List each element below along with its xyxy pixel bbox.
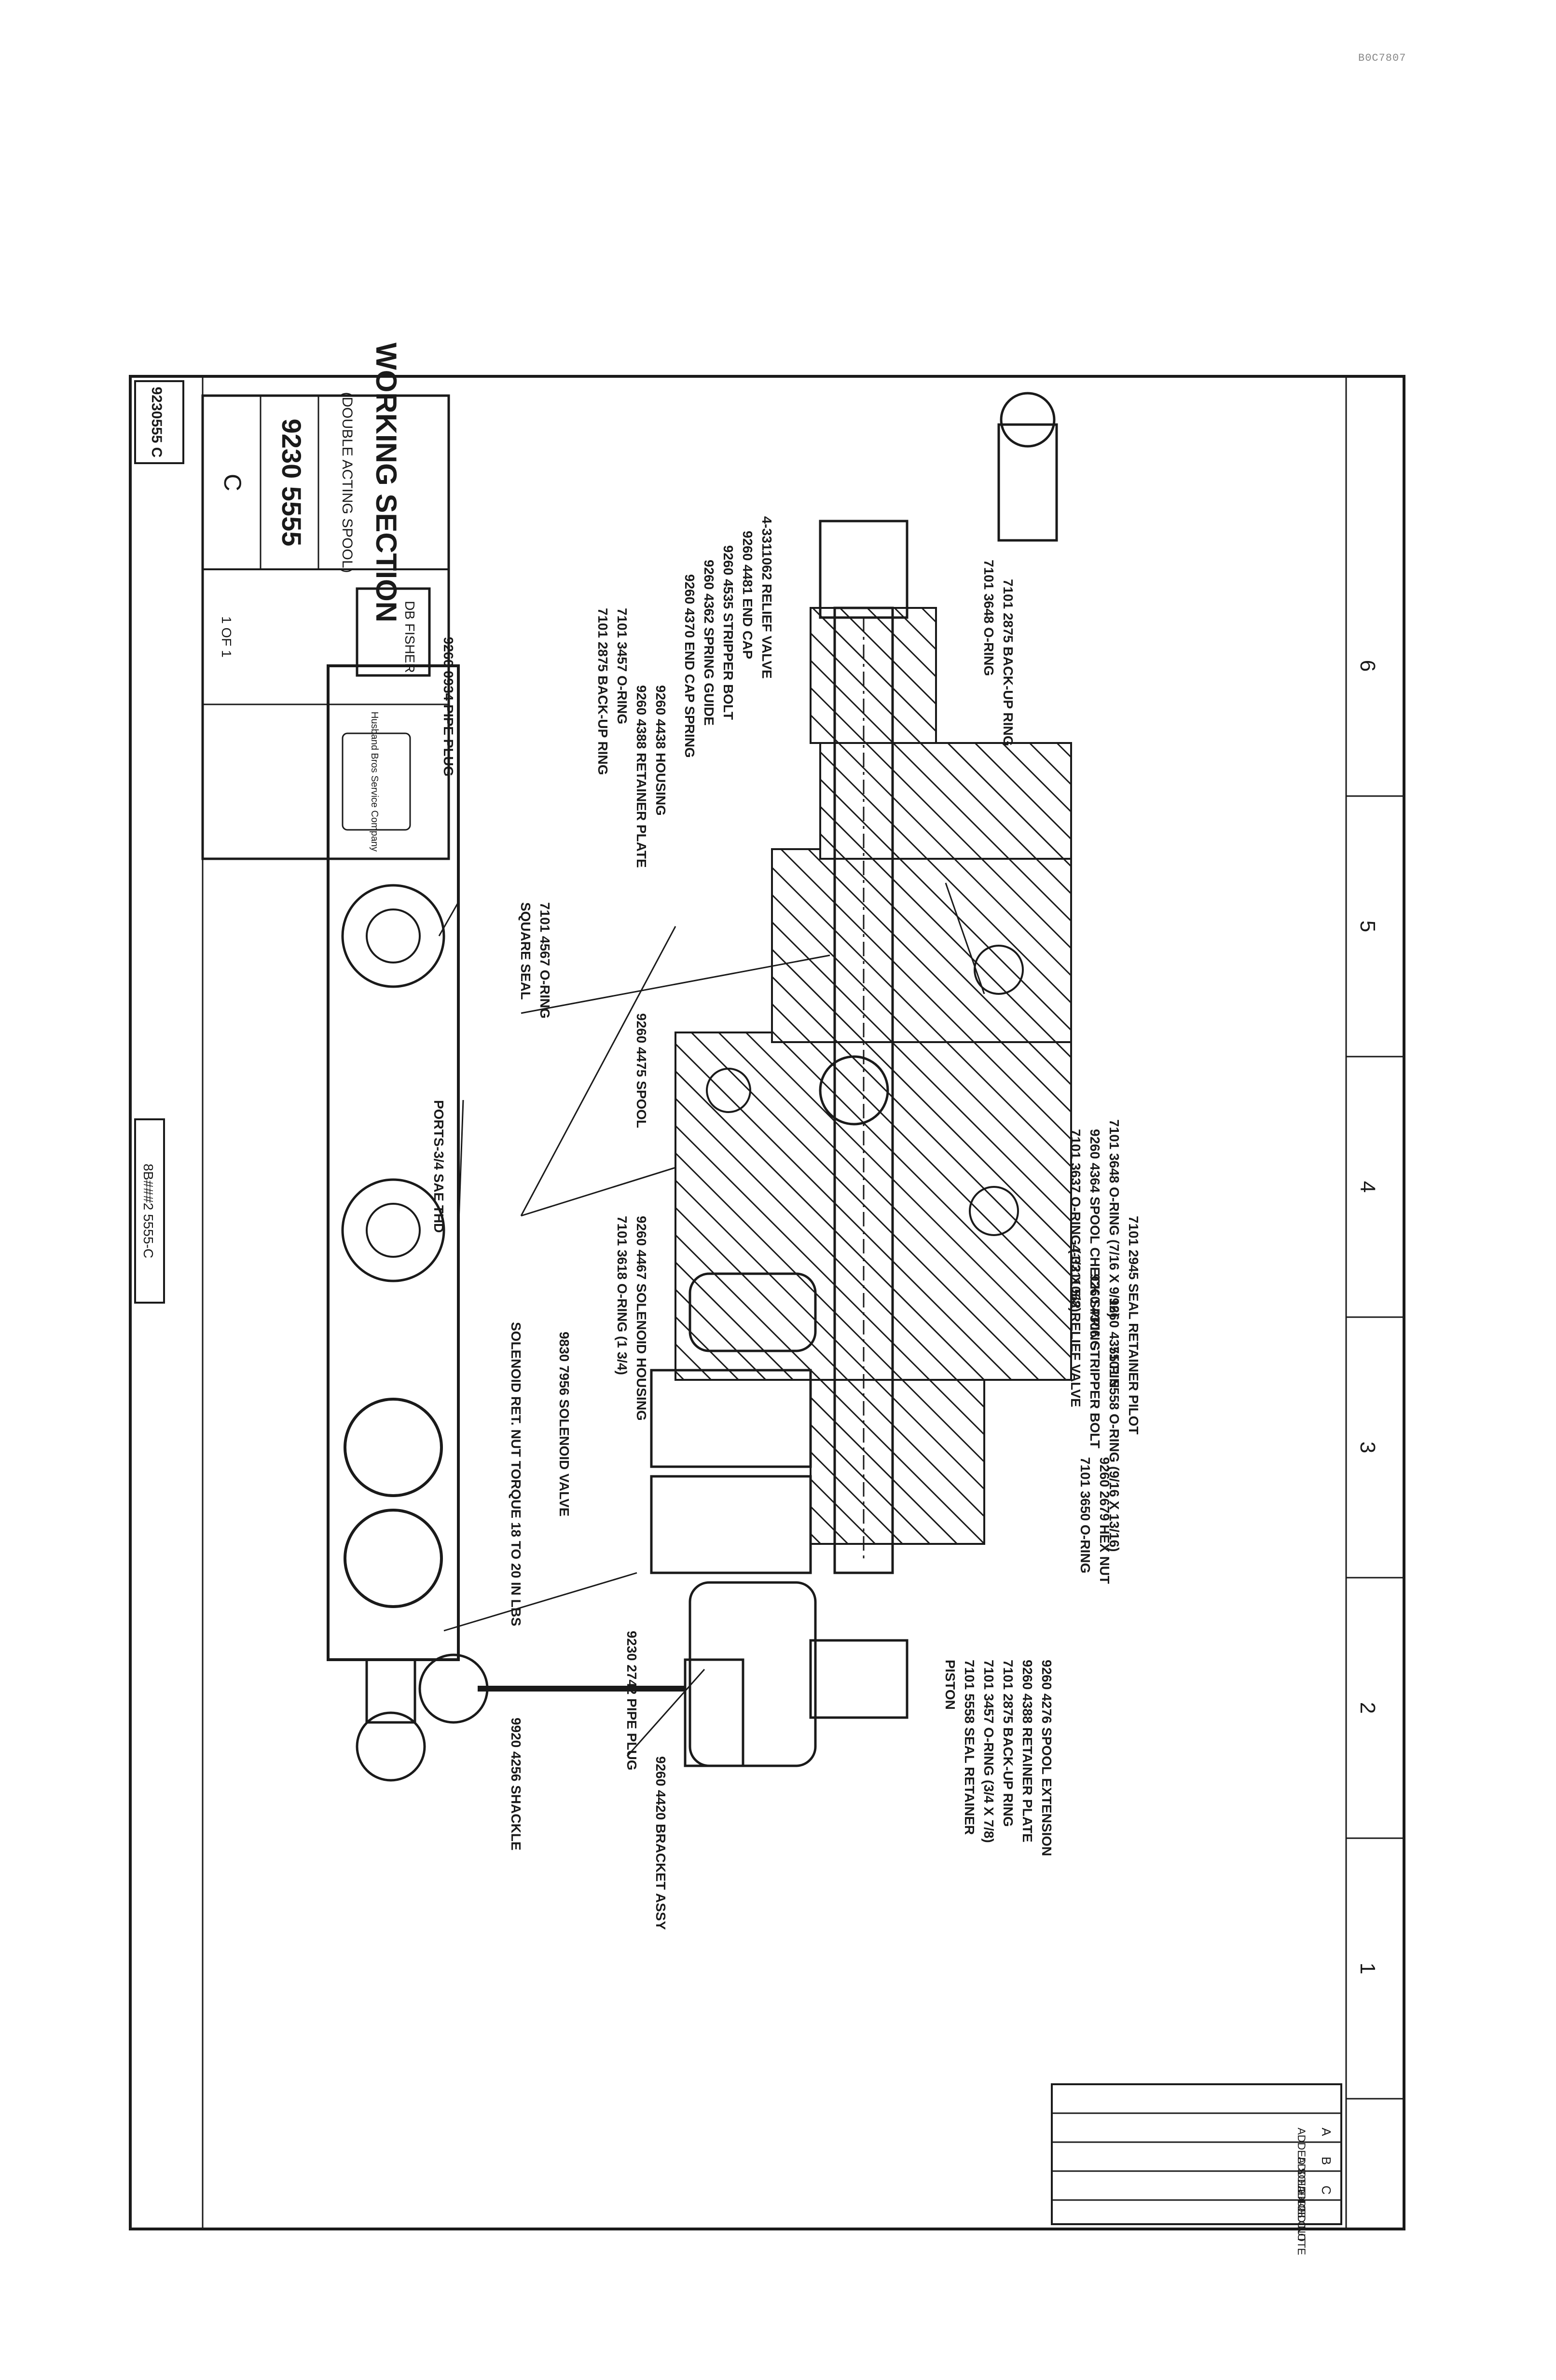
- label-shackle: 9920 4256 SHACKLE: [509, 1718, 523, 1850]
- label-solenoid-housing: 9260 4467 SOLENOID HOUSING: [634, 1216, 649, 1421]
- drawing-border: [129, 375, 1405, 2230]
- solenoid-1: [650, 1369, 812, 1468]
- zone-6: 6: [1356, 660, 1379, 672]
- valve-body: [771, 848, 1072, 1043]
- label-oring-1: 7101 3457 O-RING (3/4 X 7/8): [981, 1660, 996, 1843]
- label-bracket: 9260 4420 BRACKET ASSY: [653, 1756, 668, 1930]
- label-housing: 9260 4438 HOUSING: [653, 685, 668, 816]
- main-sectional-view: [418, 392, 1072, 1767]
- label-solenoid-valve: 9830 7956 SOLENOID VALVE: [557, 1332, 572, 1516]
- label-oring-9: 7101 3648 O-RING: [981, 560, 996, 676]
- label-spring-guide: 9260 4362 SPRING GUIDE: [702, 560, 716, 726]
- rev-a-desc: ADDED SOLENOID: [1295, 2128, 1308, 2223]
- label-backup-ring-2: 7101 2875 BACK-UP RING: [595, 608, 610, 775]
- drawing-svg: 1 2 3 4 5 6 9230555 C 8B###2 5555-C: [129, 343, 1405, 2255]
- label-ports: PORTS-3/4 SAE THD: [431, 1100, 446, 1233]
- label-oring-8: 7101 3457 O-RING: [615, 608, 630, 724]
- label-pipe-plug: 9230 2742 PIPE PLUG: [624, 1631, 639, 1771]
- lever-knob: [418, 1653, 489, 1724]
- label-oring-3: 7101 5558 O-RING (9/16 X 13/16): [1107, 1346, 1122, 1552]
- label-backup-ring: 7101 2875 BACK-UP RING: [1001, 1660, 1016, 1827]
- revision-block: A ADDED SOLENOID B ADDED 4-28 CUT C ADDE…: [1051, 2083, 1342, 2255]
- label-seal-retainer: 7101 5558 SEAL RETAINER: [962, 1660, 977, 1835]
- drawing-number: 9230 5555: [276, 419, 307, 547]
- title: WORKING SECTION: [370, 343, 402, 622]
- label-spool-check: 9260 4364 SPOOL CHECK SPRING: [1088, 1129, 1102, 1351]
- label-backup-3: 7101 2875 BACK-UP RING: [1001, 579, 1016, 746]
- label-relief-valve-2: 4-3311062 RELIEF VALVE: [759, 516, 774, 679]
- label-pipe-plug-2: 9260 0934 PIPE PLUG: [441, 637, 456, 777]
- label-hex-nut: 9260 2679 HEX NUT: [1097, 1457, 1112, 1584]
- rev-b-desc: ADDED 4-28 CUT: [1295, 2157, 1308, 2242]
- label-solenoid-nut: SOLENOID RET. NUT TORQUE 18 TO 20 IN LBS: [509, 1322, 523, 1626]
- label-spool: 9260 4475 SPOOL: [634, 1013, 649, 1128]
- rev-c: C: [1319, 2186, 1334, 2195]
- bracket: [684, 1658, 744, 1767]
- label-stripper-bolt-2: 9260 4535 STRIPPER BOLT: [721, 545, 736, 720]
- zone-2: 2: [1356, 1702, 1379, 1714]
- zone-4: 4: [1356, 1181, 1379, 1193]
- label-oring-7: 7101 4567 O-RING: [537, 902, 552, 1018]
- spool: [833, 606, 894, 1574]
- rev-c-desc: ADDED NOTE: [1295, 2186, 1308, 2255]
- label-end-cap-spring: 9260 4370 END CAP SPRING: [682, 574, 697, 758]
- relief-valve: [997, 423, 1058, 542]
- subtitle: (DOUBLE ACTING SPOOL): [339, 392, 355, 573]
- label-oring-4: 7101 3648 O-RING (7/16 X 9/16): [1107, 1119, 1122, 1318]
- label-spool-ext: 9260 4276 SPOOL EXTENSION: [1039, 1660, 1054, 1856]
- label-pin: 9260 4355 PIN: [1107, 1298, 1122, 1388]
- logo-text: Husband Bros Service Company: [369, 712, 380, 852]
- label-retainer-plate: 9260 4388 RETAINER PLATE: [1020, 1660, 1035, 1843]
- zone-numbers: 1 2 3 4 5 6: [1356, 660, 1379, 1974]
- solenoid-2: [650, 1475, 812, 1574]
- label-end-cap: 9260 4481 END CAP: [740, 531, 755, 659]
- label-relief-valve: 4-3311062 RELIEF VALVE: [1068, 1245, 1083, 1407]
- label-oring-2: 7101 3650 O-RING: [1078, 1457, 1093, 1573]
- title-block: WORKING SECTION (DOUBLE ACTING SPOOL) 92…: [201, 343, 450, 860]
- revision-letter: C: [219, 474, 246, 491]
- side-dwg-number: 9230555 C: [149, 387, 165, 458]
- label-seal-retainer-pilot: 7101 2945 SEAL RETAINER PILOT: [1126, 1216, 1141, 1434]
- label-stripper-bolt: 9260 4306 STRIPPER BOLT: [1088, 1274, 1102, 1448]
- label-oring-5: 7101 3637 O-RING (1/2 X 5/8): [1068, 1129, 1083, 1312]
- label-square-seal: SQUARE SEAL: [518, 902, 533, 1000]
- side-view: [327, 587, 460, 1782]
- bottom-tab: 8B###2 5555-C: [141, 1164, 156, 1258]
- zone-5: 5: [1356, 921, 1379, 932]
- rev-a: A: [1319, 2128, 1334, 2136]
- zone-1: 1: [1356, 1963, 1379, 1974]
- callout-labels: 9920 4256 SHACKLE 9260 4420 BRACKET ASSY…: [431, 516, 1141, 1930]
- label-retainer-plate-2: 9260 4388 RETAINER PLATE: [634, 685, 649, 868]
- label-piston: PISTON: [943, 1660, 958, 1710]
- sheet: 1 OF 1: [219, 616, 234, 658]
- rev-b: B: [1319, 2157, 1334, 2165]
- end-section: [819, 742, 1072, 860]
- end-cap: [819, 520, 909, 619]
- corner-code: B0C7807: [1358, 52, 1406, 64]
- zone-3: 3: [1356, 1442, 1379, 1453]
- engineering-drawing: 1 2 3 4 5 6 9230555 C 8B###2 5555-C: [116, 343, 1418, 2255]
- label-oring-6: 7101 3618 O-RING (1 3/4): [615, 1216, 630, 1375]
- solenoid-housing-body: [675, 1032, 1072, 1381]
- drawn-by: DB FISHER: [402, 601, 417, 673]
